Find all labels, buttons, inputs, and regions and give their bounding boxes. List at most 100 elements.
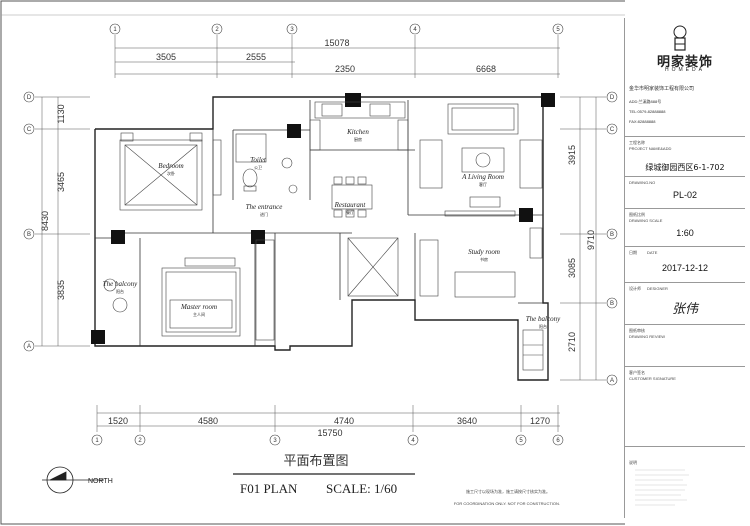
- review-label-en: DRAWING REVIEW: [629, 334, 666, 339]
- structural-columns: [91, 93, 555, 344]
- designer-label-cn: 设计师: [629, 286, 641, 291]
- company-address: ADD:兰溪路888号: [629, 99, 662, 104]
- dim-top-2555: 2555: [246, 52, 266, 62]
- axis-bottom-4: 4: [411, 438, 415, 444]
- plan-scale: SCALE: 1/60: [326, 481, 397, 496]
- customer-label-cn: 客户签名: [629, 370, 645, 375]
- company-name: 金华市明家装饰工程有限公司: [629, 86, 695, 92]
- room-balcony-right-cn: 阳台: [539, 323, 547, 329]
- dim-bottom-total: 15750: [317, 428, 342, 438]
- axis-top-2: 2: [215, 27, 219, 33]
- room-entrance-cn: 进门: [260, 211, 268, 217]
- date-label-en: DATE: [647, 250, 658, 255]
- exterior-walls: [94, 96, 549, 381]
- toilet-fixtures: [235, 133, 298, 194]
- dim-top-total: 15078: [324, 38, 349, 48]
- top-dimensions: [114, 35, 560, 78]
- room-bedroom: Bedroom: [158, 162, 183, 170]
- dim-bottom-4740: 4740: [334, 416, 354, 426]
- project-label-en: PROJECT NAME&ADD: [629, 146, 672, 151]
- note-en: FOR COORDINATION ONLY. NOT FOR CONSTRUCT…: [454, 501, 560, 506]
- project-cell: 工程名称 PROJECT NAME&ADD 绿城御园西区6-1-702: [625, 136, 745, 177]
- room-master: Master room: [180, 303, 217, 311]
- designer-cell: 设计师 DESIGNER 张伟: [625, 282, 745, 325]
- dim-right-3085: 3085: [567, 258, 577, 278]
- axis-right-a: A: [610, 378, 614, 384]
- customer-cell: 客户签名 CUSTOMER SIGNATURE: [625, 366, 745, 447]
- axis-left-c: C: [27, 127, 32, 133]
- dim-left-3835: 3835: [56, 280, 66, 300]
- plan-title-code: F01 PLAN: [240, 481, 298, 496]
- axis-left-b: B: [27, 232, 31, 238]
- logo-icon: [673, 25, 687, 51]
- company-fax: FAX:82888888: [629, 119, 656, 124]
- axis-top-3: 3: [290, 27, 294, 33]
- room-balcony-left: The balcony: [103, 280, 138, 288]
- room-living-cn: 客厅: [479, 181, 487, 187]
- axis-right-d: D: [610, 95, 615, 101]
- room-bedroom-cn: 次卧: [167, 170, 175, 176]
- room-study: Study room: [468, 248, 500, 256]
- scale-label-cn: 图纸比例: [629, 212, 645, 217]
- designer-label-en: DESIGNER: [647, 286, 668, 291]
- top-axis-bubbles: [109, 23, 564, 35]
- bedroom-furniture: [119, 132, 222, 211]
- interior-walls: [95, 100, 548, 346]
- sheet-border: [0, 0, 625, 525]
- room-kitchen: Kitchen: [346, 128, 369, 136]
- brand-logo: 明家装饰 HOMEDA: [625, 18, 745, 78]
- room-master-cn: 主人间: [193, 311, 205, 317]
- room-restaurant: Restaurant: [334, 201, 367, 209]
- balcony-fixtures: [522, 329, 544, 371]
- project-name: 绿城御园西区6-1-702: [645, 163, 725, 172]
- dim-bottom-4580: 4580: [198, 416, 218, 426]
- axis-top-1: 1: [113, 27, 117, 33]
- axis-bottom-5: 5: [519, 438, 523, 444]
- dim-left-3465: 3465: [56, 172, 66, 192]
- brand-en: HOMEDA: [665, 67, 705, 73]
- dining-table: [331, 176, 373, 218]
- note-cn: 施工尺寸以现场为准，施工请按尺寸核实为准。: [466, 488, 550, 494]
- customer-label-en: CUSTOMER SIGNATURE: [629, 376, 676, 381]
- axis-left-d: D: [27, 95, 32, 101]
- notes-label: 说明: [629, 460, 637, 465]
- north-label: NORTH: [88, 478, 113, 485]
- dim-bottom-1270: 1270: [530, 416, 550, 426]
- brand-name: 明家装饰: [656, 55, 713, 70]
- dim-top-6668: 6668: [476, 64, 496, 74]
- axis-top-4: 4: [413, 27, 417, 33]
- dim-right-total: 9710: [586, 230, 596, 250]
- scale-cell: 图纸比例 DRAWING SCALE 1:60: [625, 208, 745, 247]
- axis-bottom-1: 1: [95, 438, 99, 444]
- study-furniture: [347, 227, 543, 298]
- room-toilet-cn: 公卫: [254, 165, 262, 170]
- room-living: A Living Room: [461, 173, 504, 181]
- dim-bottom-1520: 1520: [108, 416, 128, 426]
- north-arrow-icon: [42, 466, 104, 494]
- drawing-no-cell: DRAWING.NO PL-02: [625, 176, 745, 209]
- room-study-cn: 书房: [480, 256, 488, 262]
- dim-left-total: 8430: [40, 211, 50, 231]
- axis-right-b: B: [610, 232, 614, 238]
- scale-value: 1:60: [676, 228, 694, 238]
- dim-left-1130: 1130: [56, 104, 66, 123]
- room-balcony-left-cn: 阳台: [116, 288, 124, 294]
- dim-top-3505: 3505: [156, 52, 176, 62]
- axis-right-b2: B: [610, 301, 614, 307]
- plan-title-cn: 平面布置图: [283, 454, 348, 469]
- review-label-cn: 图纸审核: [629, 328, 645, 333]
- axis-left-a: A: [27, 344, 31, 350]
- drawing-no-label: DRAWING.NO: [629, 180, 656, 185]
- room-kitchen-cn: 厨房: [354, 136, 362, 142]
- room-restaurant-cn: 餐厅: [346, 209, 354, 215]
- title-block: 明家装饰 HOMEDA 金华市明家装饰工程有限公司 ADD:兰溪路888号 TE…: [624, 18, 745, 518]
- living-room-furniture: [419, 103, 543, 217]
- axis-bottom-2: 2: [138, 438, 142, 444]
- company-info: 金华市明家装饰工程有限公司 ADD:兰溪路888号 TEL:0579-82888…: [625, 80, 745, 137]
- date-label-cn: 日期: [629, 250, 637, 255]
- review-cell: 图纸审核 DRAWING REVIEW: [625, 324, 745, 367]
- dim-right-2710: 2710: [567, 332, 577, 352]
- drawing-no: PL-02: [672, 190, 698, 200]
- master-room-furniture: [103, 239, 275, 341]
